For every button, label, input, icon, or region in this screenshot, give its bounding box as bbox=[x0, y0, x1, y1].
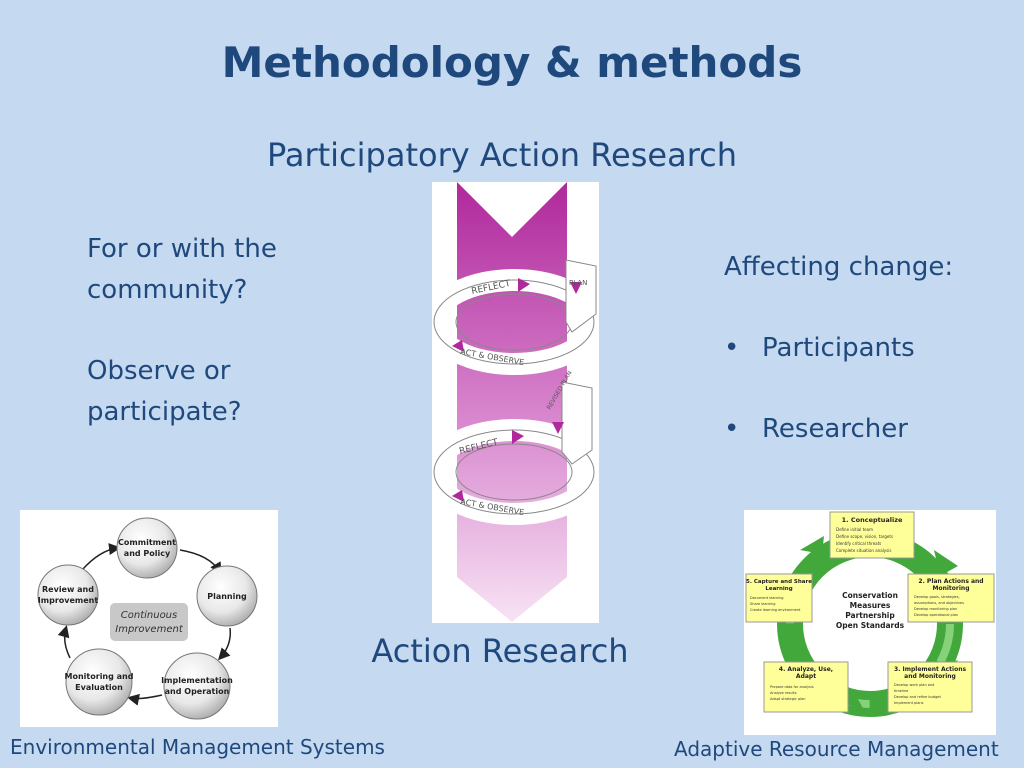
ems-center-line-1: Continuous bbox=[121, 610, 177, 621]
arm-center-1: Conservation bbox=[842, 591, 898, 600]
svg-text:1. Conceptualize: 1. Conceptualize bbox=[842, 516, 903, 524]
bullet-icon: • bbox=[724, 414, 740, 444]
ems-node-policy: and Policy bbox=[124, 549, 171, 558]
slide-title: Methodology & methods bbox=[221, 38, 803, 87]
list-item: • Participants bbox=[724, 328, 1024, 369]
svg-text:Develop operational plan: Develop operational plan bbox=[914, 613, 958, 617]
arm-step-1: 1. Conceptualize Define initial team Def… bbox=[829, 511, 915, 559]
svg-text:and Monitoring: and Monitoring bbox=[904, 673, 956, 680]
svg-text:Adapt strategic plan: Adapt strategic plan bbox=[770, 697, 806, 701]
ems-node-operation: and Operation bbox=[165, 687, 230, 696]
question-observe: Observe or participate? bbox=[87, 356, 242, 427]
arm-center-3: Partnership bbox=[845, 611, 895, 620]
svg-text:Develop work plan and: Develop work plan and bbox=[894, 683, 934, 687]
svg-text:Define scope, vision, targets: Define scope, vision, targets bbox=[836, 534, 893, 539]
arm-cycle-diagram: Conservation Measures Partnership Open S… bbox=[744, 510, 996, 735]
ems-caption: Environmental Management Systems bbox=[10, 735, 385, 759]
svg-text:Create learning environment: Create learning environment bbox=[750, 608, 801, 612]
svg-text:Learning: Learning bbox=[765, 586, 792, 592]
svg-text:assumptions, and objectives: assumptions, and objectives bbox=[914, 601, 964, 605]
affecting-change-block: Affecting change: • Participants • Researc… bbox=[724, 247, 1024, 490]
svg-text:timeline: timeline bbox=[894, 689, 908, 693]
svg-text:Complete situation analysis: Complete situation analysis bbox=[836, 548, 891, 553]
ems-node-evaluation: Evaluation bbox=[75, 683, 123, 692]
questions-block: For or with the community? Observe or pa… bbox=[87, 229, 347, 473]
svg-text:5. Capture and Share: 5. Capture and Share bbox=[746, 579, 812, 585]
ems-center-line-2: Improvement bbox=[115, 624, 184, 635]
action-research-diagram: REFLECT PLAN ACT & OBSERVE REVISED PLAN … bbox=[423, 182, 605, 623]
bullet-icon: • bbox=[724, 333, 740, 363]
arm-step-2: 2. Plan Actions and Monitoring Develop g… bbox=[907, 573, 995, 623]
svg-text:Identify critical threats: Identify critical threats bbox=[836, 541, 881, 546]
svg-text:Develop goals, strategies,: Develop goals, strategies, bbox=[914, 595, 960, 599]
affecting-list: • Participants • Researcher bbox=[724, 328, 1024, 450]
ems-node-implementation: Implementation bbox=[161, 676, 233, 685]
svg-text:Monitoring: Monitoring bbox=[933, 585, 970, 592]
bullet-text: Participants bbox=[762, 333, 915, 363]
ems-node-commitment: Commitment bbox=[118, 538, 176, 547]
svg-text:Share learning: Share learning bbox=[750, 602, 776, 606]
ar-label-plan: PLAN bbox=[569, 279, 587, 287]
question-community: For or with the community? bbox=[87, 234, 277, 305]
svg-text:Define initial team: Define initial team bbox=[836, 527, 873, 532]
ems-node-monitoring: Monitoring and bbox=[65, 672, 134, 681]
slide-subtitle: Participatory Action Research bbox=[266, 136, 738, 174]
action-research-label: Action Research bbox=[371, 632, 629, 670]
ems-node-planning: Planning bbox=[207, 592, 247, 601]
arm-step-5: 5. Capture and Share Learning Document l… bbox=[745, 573, 813, 623]
arm-step-3: 3. Implement Actions and Monitoring Deve… bbox=[887, 661, 973, 713]
arm-caption: Adaptive Resource Management bbox=[674, 737, 999, 761]
svg-text:Prepare data for analysis: Prepare data for analysis bbox=[770, 685, 814, 689]
list-item: • Researcher bbox=[724, 409, 1024, 450]
svg-text:Develop monitoring plan: Develop monitoring plan bbox=[914, 607, 957, 611]
arm-center-4: Open Standards bbox=[836, 621, 905, 630]
svg-text:Implement plans: Implement plans bbox=[894, 701, 924, 705]
affecting-heading: Affecting change: bbox=[724, 252, 954, 282]
svg-text:Document learning: Document learning bbox=[750, 596, 784, 600]
ems-cycle-diagram: Continuous Improvement Commitment and Po… bbox=[20, 510, 278, 727]
svg-text:2. Plan Actions and: 2. Plan Actions and bbox=[918, 578, 983, 585]
svg-text:Adapt: Adapt bbox=[796, 673, 816, 680]
bullet-text: Researcher bbox=[762, 414, 908, 444]
ems-node-improvement: Improvement bbox=[38, 596, 99, 605]
arm-step-4: 4. Analyze, Use, Adapt Prepare data for … bbox=[763, 661, 849, 713]
svg-text:4. Analyze, Use,: 4. Analyze, Use, bbox=[779, 666, 833, 673]
svg-text:Analyze results: Analyze results bbox=[770, 691, 797, 695]
ems-node-review: Review and bbox=[42, 585, 94, 594]
arm-center-2: Measures bbox=[850, 601, 891, 610]
svg-text:3. Implement Actions: 3. Implement Actions bbox=[894, 666, 967, 673]
svg-text:Develop and refine budget: Develop and refine budget bbox=[894, 695, 941, 699]
